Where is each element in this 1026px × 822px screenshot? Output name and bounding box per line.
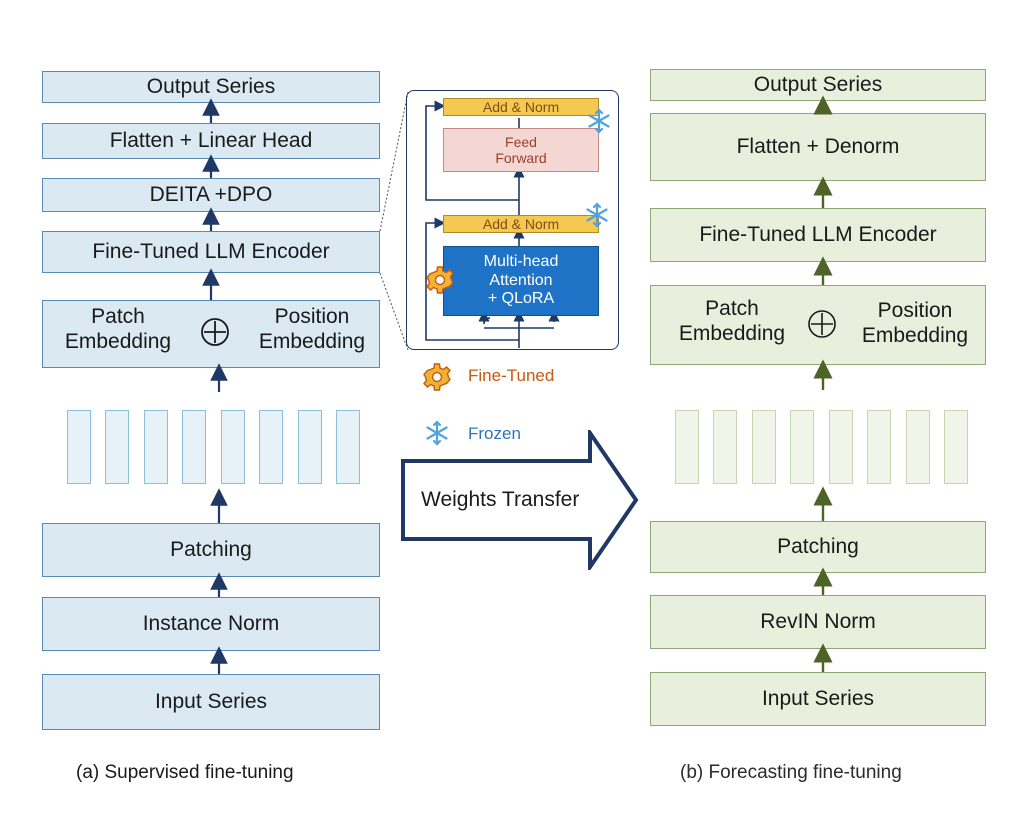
- right-patch: [675, 410, 699, 484]
- left-patch: [336, 410, 360, 484]
- attention-block: Multi-head Attention + QLoRA: [443, 246, 599, 316]
- left-deita-dpo: DEITA +DPO: [42, 178, 380, 212]
- legend-frozen-label: Frozen: [468, 424, 521, 443]
- right-input-series-label: Input Series: [761, 687, 875, 711]
- left-patch: [144, 410, 168, 484]
- right-patching: Patching: [650, 521, 986, 573]
- gear-icon: [423, 363, 451, 391]
- snowflake-icon: [586, 202, 608, 228]
- right-patch: [713, 410, 737, 484]
- right-patching-label: Patching: [777, 535, 859, 559]
- left-patch: [298, 410, 322, 484]
- left-instance-norm-label: Instance Norm: [142, 612, 280, 636]
- feed-forward-label: Feed Forward: [495, 133, 547, 166]
- add-norm-top-label: Add & Norm: [482, 99, 560, 115]
- add-norm-top: Add & Norm: [443, 98, 599, 116]
- encoder-detail-panel: [406, 90, 619, 350]
- right-position-embedding-label: Position Embedding: [861, 299, 969, 348]
- right-flatten-denorm-label: Flatten + Denorm: [736, 135, 900, 159]
- right-patch: [752, 410, 776, 484]
- left-instance-norm: Instance Norm: [42, 597, 380, 651]
- left-output-series-label: Output Series: [146, 75, 276, 99]
- left-patch: [259, 410, 283, 484]
- left-input-series-label: Input Series: [154, 690, 268, 714]
- left-embedding-block: [42, 300, 380, 368]
- right-output-series-label: Output Series: [753, 73, 883, 97]
- detail-connectors: [425, 100, 560, 348]
- left-caption: (a) Supervised fine-tuning: [76, 762, 294, 783]
- right-revin-norm: RevIN Norm: [650, 595, 986, 649]
- add-norm-bottom-label: Add & Norm: [482, 216, 560, 232]
- right-patch: [906, 410, 930, 484]
- left-patching-label: Patching: [170, 538, 252, 562]
- right-revin-norm-label: RevIN Norm: [760, 610, 876, 634]
- left-position-embedding-label: Position Embedding: [258, 305, 366, 354]
- attention-label: Multi-head Attention + QLoRA: [483, 253, 559, 308]
- right-flatten-denorm: Flatten + Denorm: [650, 113, 986, 181]
- block-arrow-icon: [401, 430, 639, 570]
- right-caption: (b) Forecasting fine-tuning: [680, 762, 902, 783]
- snowflake-icon: [588, 108, 610, 134]
- right-patch: [790, 410, 814, 484]
- add-norm-bottom: Add & Norm: [443, 215, 599, 233]
- left-patch: [182, 410, 206, 484]
- left-output-series: Output Series: [42, 71, 380, 103]
- right-llm-encoder-label: Fine-Tuned LLM Encoder: [699, 223, 937, 247]
- right-input-series: Input Series: [650, 672, 986, 726]
- right-patch: [944, 410, 968, 484]
- left-flatten-head-label: Flatten + Linear Head: [109, 129, 313, 153]
- left-patch: [105, 410, 129, 484]
- circled-plus-icon: [201, 318, 229, 346]
- left-patch-embedding-label: Patch Embedding: [64, 305, 172, 354]
- left-input-series: Input Series: [42, 674, 380, 730]
- weights-transfer-label: Weights Transfer: [421, 488, 580, 511]
- snowflake-icon: [426, 420, 448, 446]
- left-deita-dpo-label: DEITA +DPO: [149, 183, 273, 207]
- right-patch: [829, 410, 853, 484]
- feed-forward-block: Feed Forward: [443, 128, 599, 172]
- right-patch-embedding-label: Patch Embedding: [678, 297, 786, 346]
- left-llm-encoder-label: Fine-Tuned LLM Encoder: [92, 240, 330, 264]
- gear-icon: [426, 266, 454, 294]
- right-patch: [867, 410, 891, 484]
- left-patch: [67, 410, 91, 484]
- left-patch: [221, 410, 245, 484]
- legend-fine-tuned-label: Fine-Tuned: [468, 366, 555, 385]
- circled-plus-icon: [808, 310, 836, 338]
